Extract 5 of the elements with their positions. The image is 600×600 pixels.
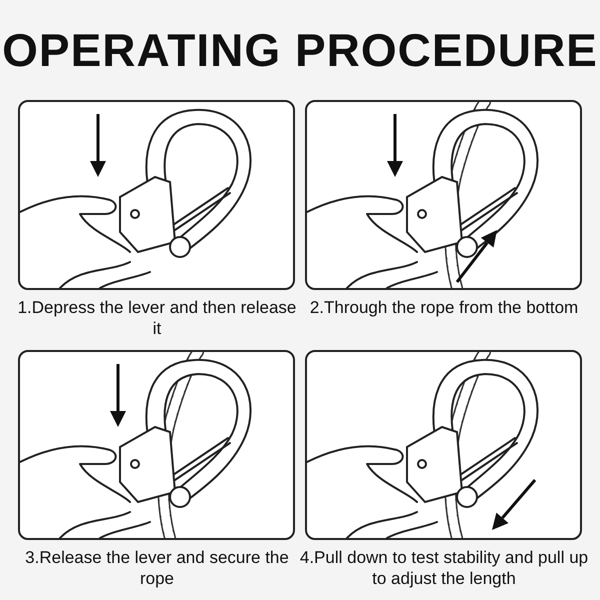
- step-caption: 3.Release the lever and secure the rope: [24, 547, 290, 589]
- step-caption: 4.Pull down to test stability and pull up to adjust the length: [299, 547, 589, 589]
- step-caption: 1.Depress the lever and then release it: [16, 297, 298, 339]
- title: OPERATING PROCEDURE: [1, 23, 599, 78]
- step-caption: 2.Through the rope from the bottom: [308, 297, 580, 318]
